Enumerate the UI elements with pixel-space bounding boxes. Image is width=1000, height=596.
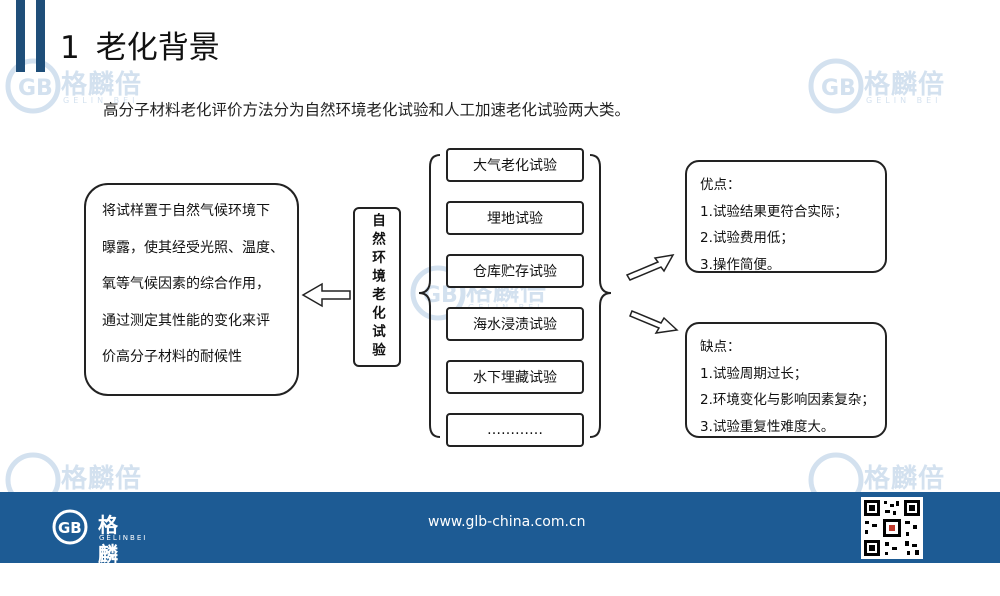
qr-code <box>861 497 923 559</box>
footer-website-link[interactable]: www.glb-china.com.cn <box>428 514 586 530</box>
title-accent-bar <box>36 0 45 72</box>
definition-line: 价高分子材料的耐候性 <box>102 349 242 365</box>
qr-code-icon <box>864 500 920 556</box>
cons-item: 2.环境变化与影响因素复杂； <box>700 392 875 408</box>
test-type-box: 仓库贮存试验 <box>446 254 584 288</box>
watermark-logo: GB 格麟倍 GELIN BEI <box>5 58 205 118</box>
watermark-brand-name: 格麟倍 <box>61 464 143 494</box>
footer-logo: GB 格麟倍 GELINBEI <box>50 508 145 595</box>
page-title: 1 老化背景 <box>60 28 220 68</box>
pros-box: 优点： 1.试验结果更符合实际； 2.试验费用低； 3.操作简便。 <box>685 160 887 273</box>
cons-heading: 缺点： <box>700 339 741 355</box>
pros-heading: 优点： <box>700 177 741 193</box>
section-title: 老化背景 <box>95 30 220 66</box>
definition-line: 通过测定其性能的变化来评 <box>102 312 270 329</box>
title-accent-bar <box>16 0 25 72</box>
pros-item: 1.试验结果更符合实际； <box>700 203 848 220</box>
test-type-box: 海水浸渍试验 <box>446 307 584 341</box>
up-right-arrow-icon <box>625 254 675 281</box>
watermark-brand-name: 格麟倍 <box>864 70 946 100</box>
test-type-box: 大气老化试验 <box>446 148 584 182</box>
watermark-brand-name: 格麟倍 <box>864 464 946 494</box>
left-brace-icon <box>418 154 441 438</box>
pros-item: 2.试验费用低； <box>700 230 794 246</box>
natural-aging-test-label: 自然环境老化试验 <box>369 213 385 361</box>
test-type-box: ………… <box>446 413 584 447</box>
definition-line: 曝露，使其经受光照、温度、 <box>102 239 284 256</box>
down-right-arrow-icon <box>629 310 679 334</box>
watermark-logo: GB 格麟倍 GELIN BEI <box>808 58 998 118</box>
right-brace-icon <box>589 154 612 438</box>
glb-logo-icon: GB <box>5 58 61 114</box>
watermark-brand-sub: GELIN BEI <box>63 96 139 105</box>
glb-logo-icon: GB <box>52 509 88 545</box>
section-number: 1 <box>60 30 80 66</box>
pros-item: 3.操作简便。 <box>700 256 781 273</box>
definition-box: 将试样置于自然气候环境下 曝露，使其经受光照、温度、 氧等气候因素的综合作用， … <box>84 183 299 396</box>
test-type-box: 埋地试验 <box>446 201 584 235</box>
footer-brand-name: 格麟倍 <box>98 513 119 595</box>
svg-text:GB: GB <box>821 76 856 101</box>
cons-item: 1.试验周期过长； <box>700 365 808 382</box>
footer-bar: GB 格麟倍 GELINBEI www.glb-china.com.cn <box>0 492 1000 595</box>
footer-brand-sub: GELINBEI <box>99 534 148 542</box>
glb-logo-icon: GB <box>808 58 864 114</box>
definition-line: 氧等气候因素的综合作用， <box>102 276 270 292</box>
test-type-box: 水下埋藏试验 <box>446 360 584 394</box>
diagram-connectors <box>301 154 679 438</box>
left-arrow-icon <box>301 282 351 308</box>
cons-item: 3.试验重复性难度大。 <box>700 418 835 435</box>
cons-box: 缺点： 1.试验周期过长； 2.环境变化与影响因素复杂； 3.试验重复性难度大。 <box>685 322 887 438</box>
natural-aging-test-box: 自然环境老化试验 <box>353 207 401 367</box>
watermark-brand-name: 格麟倍 <box>61 70 143 100</box>
watermark-brand-sub: GELIN BEI <box>866 96 942 105</box>
intro-text: 高分子材料老化评价方法分为自然环境老化试验和人工加速老化试验两大类。 <box>103 101 631 119</box>
svg-text:GB: GB <box>18 76 53 101</box>
svg-text:GB: GB <box>58 519 82 537</box>
definition-line: 将试样置于自然气候环境下 <box>102 203 270 219</box>
